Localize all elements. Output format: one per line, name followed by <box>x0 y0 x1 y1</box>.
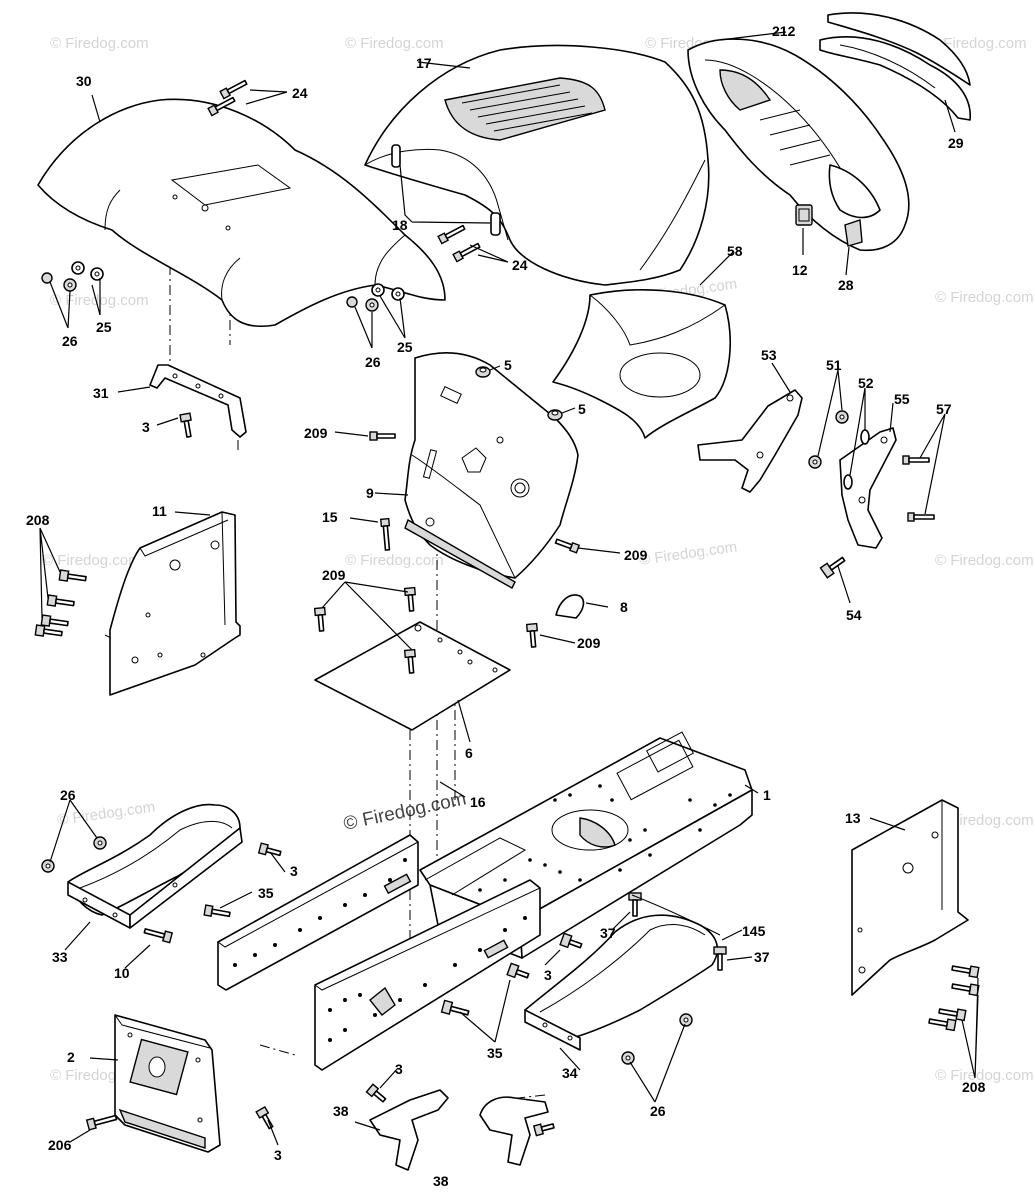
callout-209-plate: 209 <box>322 567 346 583</box>
callout-2: 2 <box>67 1049 75 1065</box>
callout-51: 51 <box>826 357 842 373</box>
callout-37-b: 37 <box>754 949 770 965</box>
callout-208: 208 <box>26 512 50 528</box>
callout-24: 24 <box>292 85 308 101</box>
callout-5-b: 5 <box>578 401 586 417</box>
watermark: © Firedog.com <box>50 35 149 52</box>
callout-25: 25 <box>96 319 112 335</box>
bottom-brackets <box>369 1089 549 1171</box>
fender <box>37 98 446 327</box>
callout-26-right: 26 <box>365 354 381 370</box>
rear-hitch-plate <box>114 1014 221 1153</box>
hood-clips <box>795 204 863 247</box>
watermark: © Firedog.com <box>928 35 1027 52</box>
grille <box>687 12 971 252</box>
callout-17: 17 <box>416 55 432 71</box>
callout-37: 37 <box>600 925 616 941</box>
watermark: © Firedog.com <box>935 289 1034 306</box>
hood-spacers <box>391 144 501 236</box>
right-side-panel <box>851 799 969 996</box>
callout-52: 52 <box>858 375 874 391</box>
callout-29: 29 <box>948 135 964 151</box>
callout-25-right: 25 <box>397 339 413 355</box>
callout-38-bottom: 38 <box>433 1173 449 1189</box>
callout-18: 18 <box>392 217 408 233</box>
callout-57: 57 <box>936 401 952 417</box>
callout-31: 31 <box>93 385 109 401</box>
callout-6: 6 <box>465 745 473 761</box>
callout-8: 8 <box>620 599 628 615</box>
callout-15: 15 <box>322 509 338 525</box>
callout-55: 55 <box>894 391 910 407</box>
left-frame-rail <box>217 834 419 991</box>
pedal-bracket <box>697 389 803 493</box>
callout-9: 9 <box>366 485 374 501</box>
right-frame-rail <box>314 879 541 1071</box>
hood <box>364 44 710 286</box>
right-footrest <box>524 914 719 1051</box>
watermark: © Firedog.com <box>935 552 1034 569</box>
callout-28: 28 <box>838 277 854 293</box>
callout-3-rear: 3 <box>274 1147 282 1163</box>
watermark: © Firedog.com <box>935 812 1034 829</box>
callout-26-right-footrest: 26 <box>650 1103 666 1119</box>
callout-53: 53 <box>761 347 777 363</box>
left-footrest <box>67 803 243 929</box>
callout-208-right: 208 <box>962 1079 986 1095</box>
callout-35-right: 35 <box>487 1045 503 1061</box>
callout-33: 33 <box>52 949 68 965</box>
fender-bracket <box>149 364 247 438</box>
fasteners <box>34 79 980 1137</box>
callout-3-center: 3 <box>544 967 552 983</box>
callout-30: 30 <box>76 73 92 89</box>
left-side-panel <box>109 511 241 696</box>
leader-lines <box>39 31 979 1146</box>
battery-tray <box>552 289 731 439</box>
callout-58: 58 <box>727 243 743 259</box>
callout-3: 3 <box>142 419 150 435</box>
callout-1: 1 <box>763 787 771 803</box>
clip-part <box>555 594 585 619</box>
callout-34: 34 <box>562 1065 578 1081</box>
watermark: © Firedog.com <box>345 552 444 569</box>
callout-209-plate-right: 209 <box>577 635 601 651</box>
callout-3-bottom: 3 <box>395 1061 403 1077</box>
callout-3-footrest: 3 <box>290 863 298 879</box>
callout-209: 209 <box>304 425 328 441</box>
callout-12: 12 <box>792 262 808 278</box>
callout-26-footrest: 26 <box>60 787 76 803</box>
callout-54: 54 <box>846 607 862 623</box>
mounting-plate <box>314 621 511 731</box>
watermark: © Firedog.com <box>638 538 738 569</box>
callout-13: 13 <box>845 810 861 826</box>
callout-145: 145 <box>742 923 766 939</box>
callout-212: 212 <box>772 23 796 39</box>
grommets <box>475 366 563 421</box>
callout-24-lower: 24 <box>512 257 528 273</box>
callout-38: 38 <box>333 1103 349 1119</box>
watermark: © Firedog.com <box>42 552 141 569</box>
callout-5: 5 <box>504 357 512 373</box>
watermark: © Firedog.com <box>50 292 149 309</box>
watermark: © Firedog.com <box>345 35 444 52</box>
callout-16: 16 <box>470 794 486 810</box>
callout-206: 206 <box>48 1137 72 1153</box>
callout-209-right: 209 <box>624 547 648 563</box>
callout-10: 10 <box>114 965 130 981</box>
callout-26: 26 <box>62 333 78 349</box>
callout-11: 11 <box>152 503 167 519</box>
callout-labels: 30 24 17 212 29 18 24 25 26 25 26 58 12 … <box>26 23 986 1189</box>
callout-35: 35 <box>258 885 274 901</box>
watermark: © Firedog.com <box>935 1067 1034 1084</box>
watermark-main: © Firedog.com <box>342 788 469 835</box>
